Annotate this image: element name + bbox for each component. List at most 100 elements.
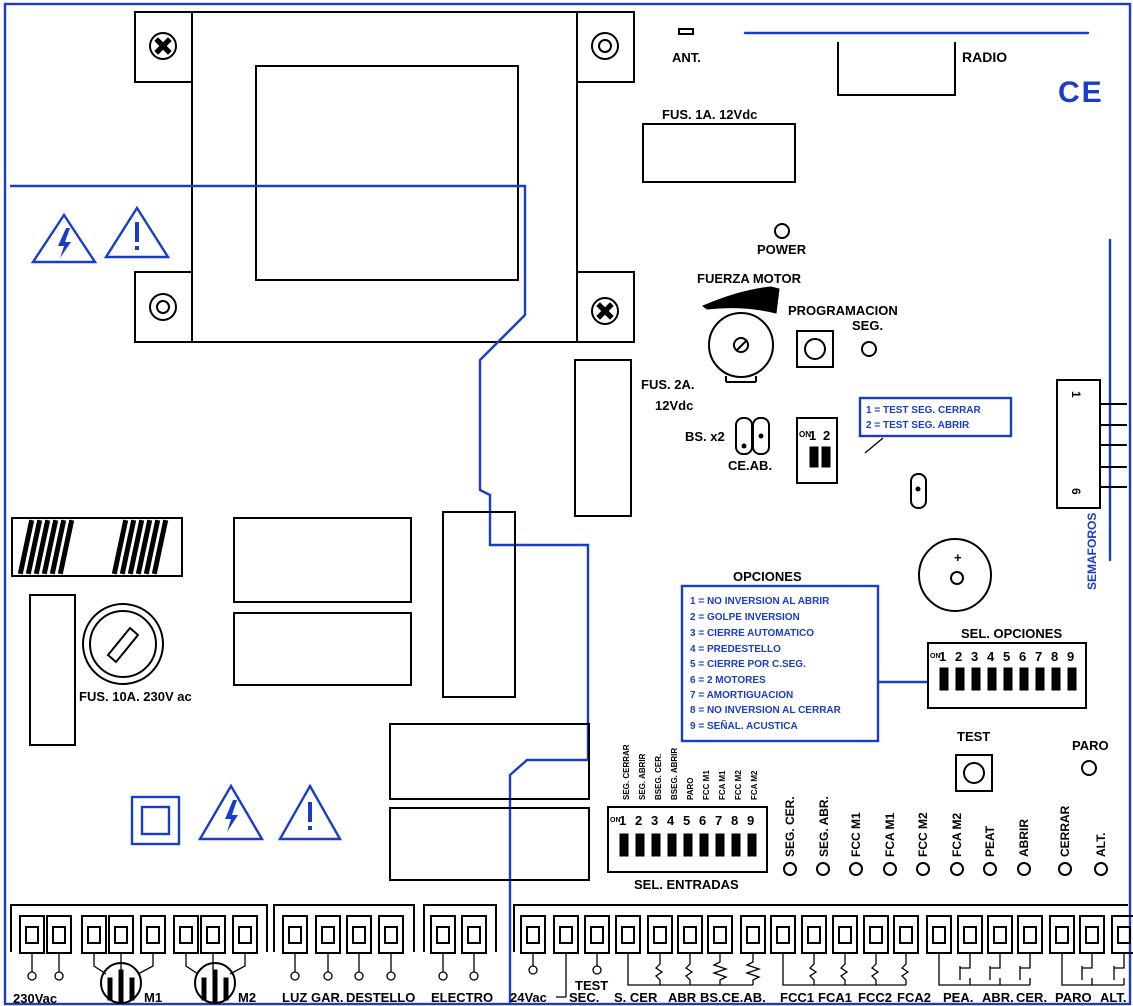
led-peat [983, 862, 997, 876]
svg-text:M1: M1 [144, 990, 162, 1005]
svg-text:9: 9 [1067, 649, 1074, 664]
dip-toggle [683, 833, 693, 857]
radio-connector [837, 42, 956, 96]
svg-text:6 = 2 MOTORES: 6 = 2 MOTORES [690, 675, 766, 686]
svg-text:6: 6 [1019, 649, 1026, 664]
svg-text:FCA1: FCA1 [818, 990, 852, 1005]
svg-text:FCA M2: FCA M2 [950, 812, 964, 857]
seg-label: SEG. [852, 318, 883, 333]
svg-text:ABRIR: ABRIR [1017, 819, 1031, 857]
svg-text:GAR.: GAR. [311, 990, 344, 1005]
led-seg-cer [783, 862, 797, 876]
terminal-screw [461, 915, 487, 954]
terminal-screw [801, 915, 827, 954]
svg-text:2: 2 [955, 649, 962, 664]
dip-toggle [731, 833, 741, 857]
svg-text:BSEG. CER.: BSEG. CER. [654, 754, 663, 800]
seg-led [861, 341, 877, 357]
terminal-screw [430, 915, 456, 954]
programacion-button[interactable] [796, 330, 834, 368]
svg-text:1: 1 [1069, 391, 1083, 398]
programacion-label: PROGRAMACION [788, 303, 898, 318]
svg-text:FCA M2: FCA M2 [750, 770, 759, 800]
dip-toggle [955, 667, 965, 691]
force-potentiometer [708, 312, 774, 383]
svg-text:3 = CIERRE AUTOMATICO: 3 = CIERRE AUTOMATICO [690, 628, 814, 639]
svg-text:4: 4 [987, 649, 995, 664]
svg-text:FCC2: FCC2 [858, 990, 892, 1005]
svg-text:3: 3 [971, 649, 978, 664]
antenna-pad [678, 28, 694, 35]
fuse-10a-label: FUS. 10A. 230V ac [79, 689, 192, 704]
svg-text:SEC.: SEC. [569, 990, 599, 1005]
terminal-screw [863, 915, 889, 954]
svg-text:PEAT: PEAT [983, 825, 997, 857]
dip-toggle [809, 446, 819, 468]
terminal-screw [926, 915, 952, 954]
svg-text:SEG. ABR.: SEG. ABR. [817, 796, 831, 857]
svg-text:8: 8 [731, 813, 738, 828]
relay-3 [442, 511, 516, 698]
fuerza-motor-label: FUERZA MOTOR [697, 271, 802, 286]
svg-text:S. CER: S. CER [614, 990, 658, 1005]
test-dip-switch[interactable]: ON 1 2 [796, 417, 838, 484]
svg-text:2 = GOLPE INVERSION: 2 = GOLPE INVERSION [690, 612, 800, 623]
dip-toggle [715, 833, 725, 857]
svg-text:PARO: PARO [686, 777, 695, 800]
svg-text:BSEG. ABRIR: BSEG. ABRIR [670, 748, 679, 800]
relay-5 [389, 807, 590, 881]
opciones-dip-switch[interactable]: ON 1 2 3 4 5 6 7 8 9 [927, 642, 1087, 709]
svg-text:+: + [954, 550, 962, 565]
svg-text:7: 7 [715, 813, 722, 828]
svg-text:PEA.: PEA. [943, 990, 973, 1005]
terminal-screw [553, 915, 579, 954]
terminal-wiring [27, 953, 1125, 1004]
bs-jumper-block[interactable] [735, 417, 770, 455]
board-outline [3, 2, 1132, 1006]
svg-text:M2: M2 [238, 990, 256, 1005]
screw-icon [591, 32, 619, 60]
terminal-screw [19, 915, 45, 954]
isolation-line [10, 184, 590, 1004]
entradas-dip-switch[interactable]: ON 1 2 3 4 5 6 7 8 9 [607, 806, 768, 873]
sel-entradas-label: SEL. ENTRADAS [634, 877, 739, 892]
svg-text:FCC M2: FCC M2 [916, 812, 930, 857]
power-led [774, 223, 790, 239]
test-button[interactable] [955, 754, 993, 792]
svg-text:ALT.: ALT. [1094, 833, 1108, 857]
terminal-screw [647, 915, 673, 954]
caution-warning-icon [277, 783, 343, 841]
terminal-screw [893, 915, 919, 954]
terminal-screw [584, 915, 610, 954]
entradas-vertical-labels: SEG. CERRAR SEG. ABRIR BSEG. CER. BSEG. … [622, 744, 759, 800]
svg-text:6: 6 [699, 813, 706, 828]
svg-text:1: 1 [809, 428, 816, 443]
terminal-screw [520, 915, 546, 954]
paro-led [1081, 760, 1097, 776]
force-arrow-icon [702, 286, 780, 314]
svg-text:9: 9 [747, 813, 754, 828]
terminal-blocks [10, 904, 1128, 952]
screw-icon [591, 297, 619, 325]
svg-text:2 = TEST SEG. ABRIR: 2 = TEST SEG. ABRIR [866, 420, 970, 431]
terminal-screw [200, 915, 226, 954]
svg-text:ON: ON [930, 653, 941, 660]
led-fcc-m2 [916, 862, 930, 876]
svg-text:TEST: TEST [575, 978, 608, 993]
small-jumper [910, 473, 927, 509]
high-voltage-warning-icon [30, 212, 98, 264]
status-leds [783, 862, 1108, 876]
svg-text:5: 5 [1003, 649, 1010, 664]
terminal-screw [707, 915, 733, 954]
svg-text:9 = SEÑAL. ACUSTICA: 9 = SEÑAL. ACUSTICA [690, 719, 798, 732]
svg-text:FCC1: FCC1 [780, 990, 814, 1005]
dip-toggle [667, 833, 677, 857]
svg-text:ON: ON [610, 817, 621, 824]
power-label: POWER [757, 242, 807, 257]
terminal-screw [81, 915, 107, 954]
semaforos-connector: 1 6 [1056, 379, 1127, 509]
relay-2 [233, 612, 412, 686]
bs-x2-label: BS. x2 [685, 429, 725, 444]
svg-text:ALT.: ALT. [1100, 990, 1126, 1005]
